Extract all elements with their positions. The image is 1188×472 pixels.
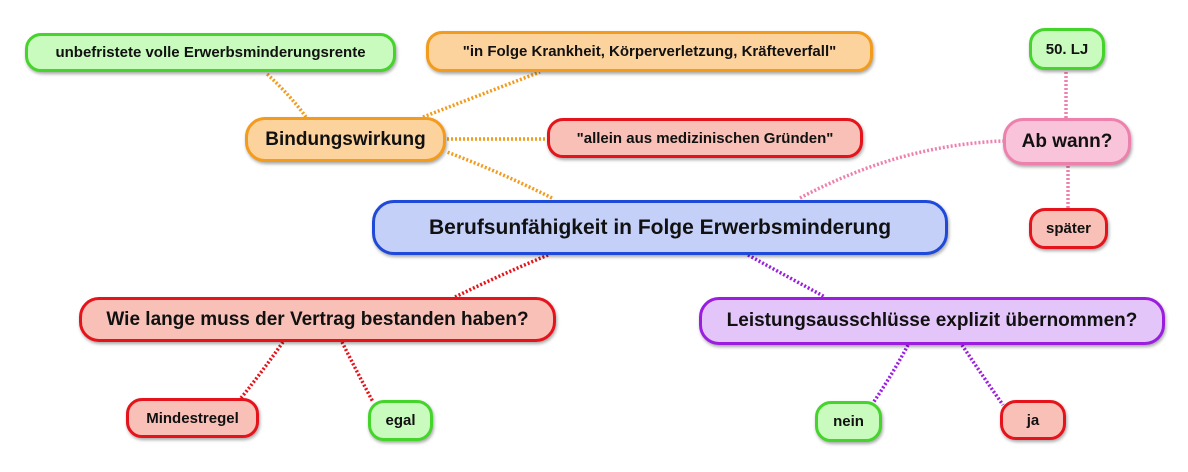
leaf-unbefristete[interactable]: unbefristete volle Erwerbsminderungsrent… bbox=[25, 33, 396, 72]
leaf-spaeter[interactable]: später bbox=[1029, 208, 1108, 249]
leaf-mindestregel[interactable]: Mindestregel bbox=[126, 398, 259, 438]
leaf-unbefristete-label: unbefristete volle Erwerbsminderungsrent… bbox=[55, 44, 366, 61]
link-vertrag-egal bbox=[340, 341, 375, 403]
center-topic-label: Berufsunfähigkeit in Folge Erwerbsminder… bbox=[428, 215, 892, 239]
branch-leistung[interactable]: Leistungsausschlüsse explizit übernommen… bbox=[699, 297, 1165, 345]
branch-ab-wann-label: Ab wann? bbox=[1021, 130, 1113, 152]
leaf-egal-label: egal bbox=[385, 412, 416, 429]
leaf-nein-label: nein bbox=[833, 413, 864, 430]
link-vertrag-mindestregel bbox=[239, 340, 285, 400]
leaf-nein[interactable]: nein bbox=[815, 401, 882, 442]
link-center-bindungswirkung bbox=[446, 150, 553, 200]
leaf-in-folge[interactable]: "in Folge Krankheit, Körperverletzung, K… bbox=[426, 31, 873, 72]
leaf-allein-label: "allein aus medizinischen Gründen" bbox=[576, 129, 834, 147]
link-center-leistung bbox=[747, 253, 826, 299]
leaf-mindestregel-label: Mindestregel bbox=[146, 409, 239, 427]
leaf-egal[interactable]: egal bbox=[368, 400, 433, 441]
link-center-ab-wann bbox=[799, 139, 1004, 200]
branch-leistung-label: Leistungsausschlüsse explizit übernommen… bbox=[726, 310, 1138, 331]
center-topic[interactable]: Berufsunfähigkeit in Folge Erwerbsminder… bbox=[372, 200, 948, 255]
leaf-50lj[interactable]: 50. LJ bbox=[1029, 28, 1105, 70]
leaf-ja[interactable]: ja bbox=[1000, 400, 1066, 440]
leaf-in-folge-label: "in Folge Krankheit, Körperverletzung, K… bbox=[462, 43, 837, 60]
branch-bindungswirkung-label: Bindungswirkung bbox=[265, 128, 426, 150]
leaf-ja-label: ja bbox=[1026, 411, 1040, 429]
link-leistung-nein bbox=[871, 344, 910, 404]
link-bindungswirkung-in-folge bbox=[422, 70, 541, 119]
leaf-50lj-label: 50. LJ bbox=[1045, 40, 1089, 58]
leaf-allein[interactable]: "allein aus medizinischen Gründen" bbox=[547, 118, 863, 158]
branch-vertrag[interactable]: Wie lange muss der Vertrag bestanden hab… bbox=[79, 297, 556, 342]
leaf-spaeter-label: später bbox=[1045, 220, 1092, 237]
link-bindungswirkung-unbefristete bbox=[264, 71, 308, 119]
branch-vertrag-label: Wie lange muss der Vertrag bestanden hab… bbox=[106, 308, 529, 330]
branch-bindungswirkung[interactable]: Bindungswirkung bbox=[245, 117, 446, 162]
link-leistung-ja bbox=[960, 344, 1005, 407]
link-center-vertrag bbox=[454, 253, 549, 299]
branch-ab-wann[interactable]: Ab wann? bbox=[1003, 118, 1131, 165]
